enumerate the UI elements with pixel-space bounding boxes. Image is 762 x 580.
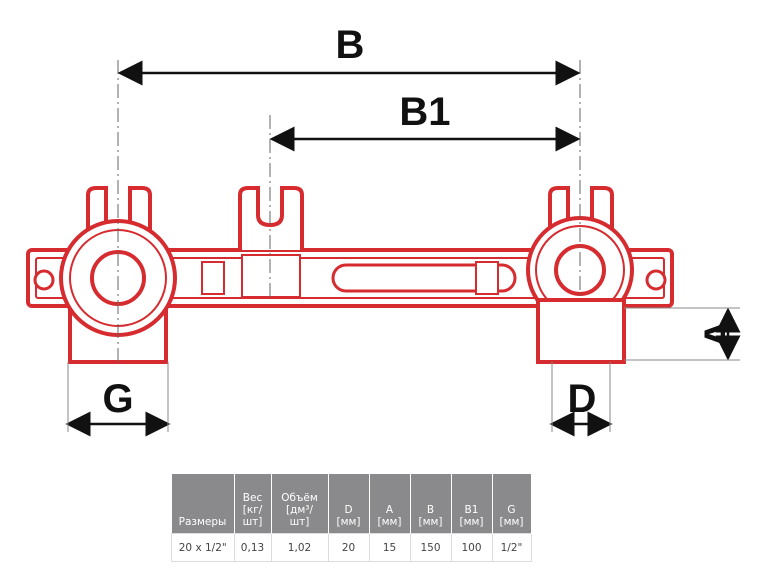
label-G: G xyxy=(102,377,133,421)
cell-A: 15 xyxy=(368,533,411,562)
header-B1: B1[мм] xyxy=(451,474,493,534)
header-volume: Объём[дм³/шт] xyxy=(271,474,329,534)
header-A: A[мм] xyxy=(369,474,411,534)
header-D: D[мм] xyxy=(328,474,370,534)
dimensions-table: Размеры Вес[кг/шт] Объём[дм³/шт] D[мм] A… xyxy=(171,474,532,562)
label-B: B xyxy=(336,23,365,67)
table-header-row: Размеры Вес[кг/шт] Объём[дм³/шт] D[мм] A… xyxy=(171,474,532,534)
label-B1: B1 xyxy=(399,90,450,134)
label-D: D xyxy=(568,377,597,421)
header-G: G[мм] xyxy=(492,474,532,534)
label-A: A xyxy=(697,320,741,349)
header-sizes: Размеры xyxy=(171,474,235,534)
fitting-diagram: B B1 G D A xyxy=(26,23,741,437)
cell-volume: 1,02 xyxy=(270,533,329,562)
cell-size: 20 x 1/2" xyxy=(171,533,235,562)
cell-B: 150 xyxy=(409,533,452,562)
table-row: 20 x 1/2" 0,13 1,02 20 15 150 100 1/2" xyxy=(171,533,532,562)
header-weight: Вес[кг/шт] xyxy=(234,474,272,534)
cell-weight: 0,13 xyxy=(233,533,272,562)
cell-G: 1/2" xyxy=(491,533,532,562)
fitting-body xyxy=(26,186,674,364)
cell-D: 20 xyxy=(327,533,370,562)
centerlines xyxy=(117,60,581,365)
header-B: B[мм] xyxy=(410,474,452,534)
dimension-lines xyxy=(65,60,741,437)
cell-B1: 100 xyxy=(450,533,493,562)
